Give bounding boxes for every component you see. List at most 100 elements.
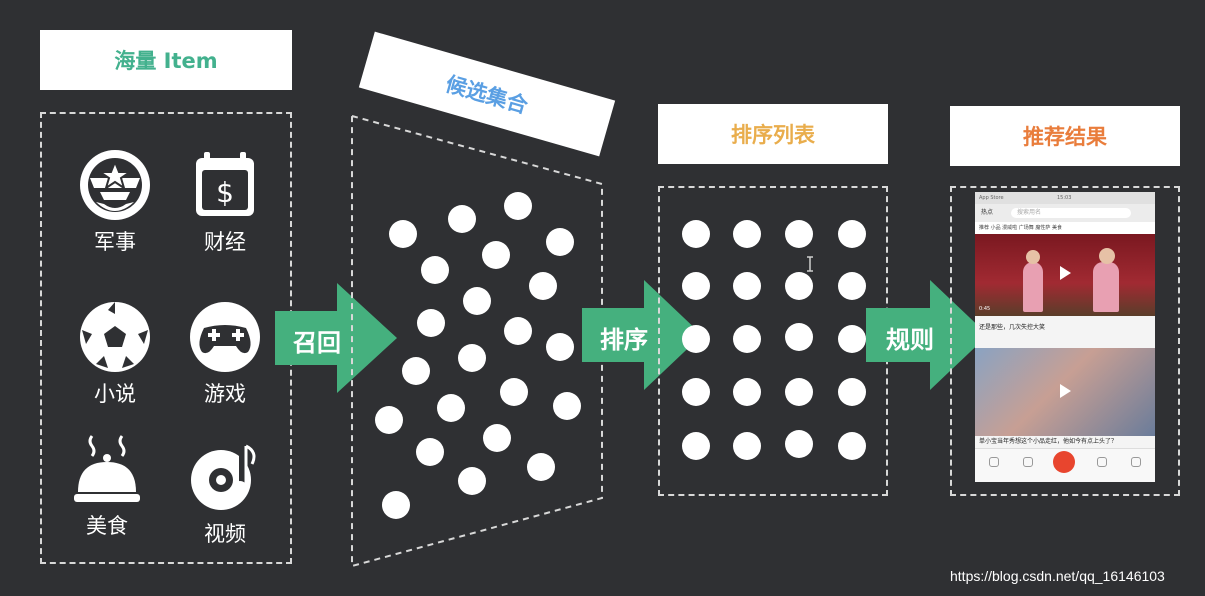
category-food: 美食 <box>57 432 157 540</box>
category-label: 美食 <box>86 514 128 538</box>
arrow-label: 排序 <box>600 326 648 354</box>
category-military: 军事 <box>65 148 165 256</box>
candidate-dot <box>389 220 417 248</box>
category-video: 视频 <box>175 440 275 548</box>
video-tab-icon <box>1023 457 1033 467</box>
candidate-dashed-trapezoid <box>351 114 603 568</box>
arrow-label: 召回 <box>293 329 341 357</box>
candidate-dot <box>437 394 465 422</box>
gamepad-icon <box>190 302 260 372</box>
category-game: 游戏 <box>175 300 275 408</box>
performer-figure <box>1023 262 1043 312</box>
play-icon <box>1060 384 1071 398</box>
candidate-dot <box>546 333 574 361</box>
ranked-dot <box>838 220 866 248</box>
category-label: 游戏 <box>204 382 246 406</box>
ranked-dot <box>733 272 761 300</box>
candidate-dot <box>483 424 511 452</box>
ranked-dot <box>785 272 813 300</box>
video-thumbnail-1: 0:45 <box>975 234 1155 316</box>
ranked-dot <box>838 272 866 300</box>
candidate-dot <box>416 438 444 466</box>
performer-face <box>1099 248 1115 264</box>
stage-title-ranked-list: 排序列表 <box>658 104 888 164</box>
text-cursor-icon <box>807 256 813 272</box>
video-thumbnail-2 <box>975 348 1155 436</box>
soccer-ball-icon <box>80 302 150 372</box>
candidate-dot <box>546 228 574 256</box>
rank-arrow: 排序 <box>582 280 702 390</box>
candidate-dot <box>527 453 555 481</box>
category-label: 视频 <box>204 522 246 546</box>
candidate-dot <box>458 467 486 495</box>
candidate-dot <box>421 256 449 284</box>
candidate-dot <box>402 357 430 385</box>
category-finance: $ 财经 <box>175 148 275 256</box>
category-label: 小说 <box>94 382 136 406</box>
phone-tabs: 推荐 小品 漫威啦 广场舞 魔性萨 美食 <box>975 222 1155 234</box>
stage-title-text: 海量 Item <box>114 49 218 73</box>
play-icon <box>1060 266 1071 280</box>
candidate-dot <box>482 241 510 269</box>
category-label: 财经 <box>204 230 246 254</box>
ranked-dot <box>838 325 866 353</box>
candidate-dot <box>375 406 403 434</box>
ranked-dot <box>838 432 866 460</box>
video-caption-2: 单小宝当年秀想这个小品走红，他如今有点上头了？ <box>979 438 1118 445</box>
discover-icon <box>1097 457 1107 467</box>
performer-figure <box>1093 262 1119 312</box>
candidate-dot <box>504 192 532 220</box>
ranked-dot <box>785 323 813 351</box>
ranked-dot <box>785 220 813 248</box>
candidate-dot <box>463 287 491 315</box>
candidate-dot <box>382 491 410 519</box>
status-carrier: App Store <box>979 195 1004 201</box>
nav-title: 热点 <box>981 209 994 216</box>
rule-arrow: 规则 <box>866 280 988 390</box>
candidate-dot <box>417 309 445 337</box>
stage-title-text: 推荐结果 <box>1023 125 1107 149</box>
music-disc-icon <box>191 444 256 510</box>
performer-face <box>1026 250 1040 264</box>
profile-icon <box>1131 457 1141 467</box>
video-duration: 0:45 <box>979 306 991 312</box>
candidate-dot <box>529 272 557 300</box>
candidate-dot <box>500 378 528 406</box>
ranked-dot <box>785 378 813 406</box>
food-cloche-icon <box>74 435 140 502</box>
publish-button-icon <box>1053 451 1075 473</box>
stage-title-text: 排序列表 <box>731 123 815 147</box>
svg-text:$: $ <box>216 176 234 209</box>
ranked-dot <box>733 325 761 353</box>
watermark: https://blog.csdn.net/qq_16146103 <box>950 568 1165 584</box>
military-badge-icon <box>80 150 150 220</box>
ranked-dot <box>733 220 761 248</box>
ranked-dot <box>682 220 710 248</box>
ranked-dot <box>682 272 710 300</box>
result-dashed-box <box>950 186 1180 496</box>
candidate-dot <box>553 392 581 420</box>
home-icon <box>989 457 999 467</box>
status-time: 15:03 <box>1057 195 1072 201</box>
stage-title-massive-items: 海量 Item <box>40 30 292 90</box>
phone-nav-bar: 热点 搜索用名 <box>975 204 1155 222</box>
ranked-dot <box>682 378 710 406</box>
ranked-dot <box>682 325 710 353</box>
search-input: 搜索用名 <box>1011 208 1131 218</box>
ranked-dot <box>733 432 761 460</box>
category-novel: 小说 <box>65 300 165 408</box>
finance-calendar-dollar-icon: $ <box>196 152 254 216</box>
ranked-dot <box>733 378 761 406</box>
phone-status-bar: App Store 15:03 <box>975 192 1155 204</box>
ranked-dot <box>838 378 866 406</box>
stage-title-recommendation-result: 推荐结果 <box>950 106 1180 166</box>
recall-arrow: 召回 <box>275 283 397 393</box>
arrow-label: 规则 <box>886 326 934 354</box>
ranked-dot <box>682 432 710 460</box>
video-caption-1: 还是那些，几次失控大笑 <box>979 324 1046 331</box>
candidate-dot <box>504 317 532 345</box>
candidate-dot <box>458 344 486 372</box>
candidate-dot <box>448 205 476 233</box>
ranked-dot <box>785 430 813 458</box>
